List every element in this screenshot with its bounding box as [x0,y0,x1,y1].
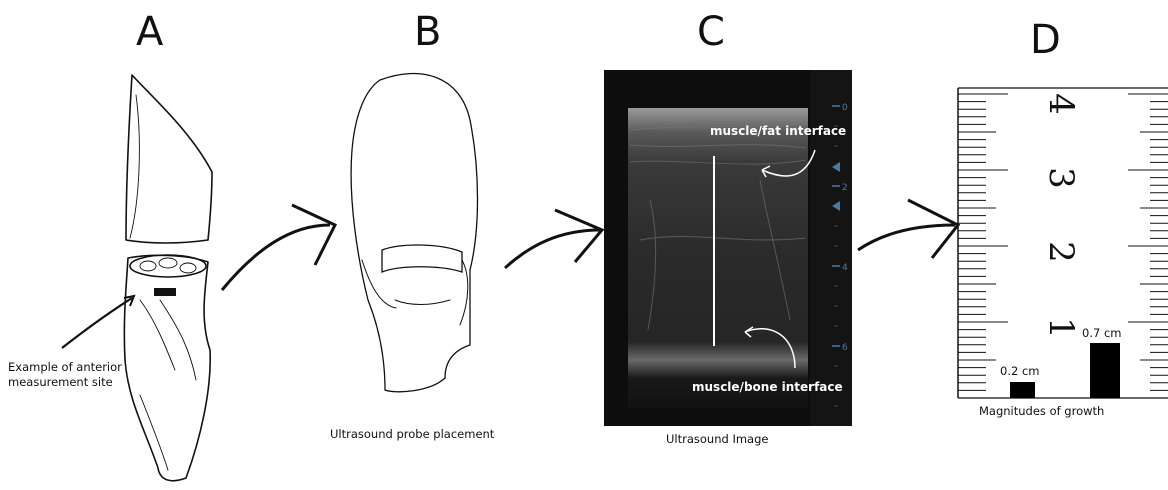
caption-ultrasound-image: Ultrasound Image [666,432,768,446]
depth-tick-2: 2 [842,183,848,193]
ruler-number-4: 4 [1041,93,1081,115]
growth-bar-1-label: 0.2 cm [1000,364,1039,378]
probe-sketch [351,73,477,391]
depth-tick-4: 4 [842,263,848,273]
label-muscle-bone-interface: muscle/bone interface [692,380,843,394]
caption-magnitudes-of-growth: Magnitudes of growth [979,404,1104,418]
ultrasound-scan-area [628,108,808,408]
limb-sketch [124,75,212,481]
label-muscle-fat-interface: muscle/fat interface [710,124,846,138]
ruler-number-3: 3 [1041,167,1081,189]
arrow-c-to-d [858,200,958,258]
growth-bar-2-label: 0.7 cm [1082,326,1121,340]
pointer-arrow-a [62,298,132,348]
arrow-b-to-c [505,210,602,268]
ruler-number-1: 1 [1041,317,1081,339]
depth-tick-0: 0 [842,103,848,113]
growth-bar-2 [1090,343,1120,398]
caption-anterior-line1: Example of anterior [8,360,122,374]
arrow-a-to-b [222,205,335,290]
caption-probe-placement: Ultrasound probe placement [330,427,494,441]
caption-anterior-line2: measurement site [8,375,113,389]
ruler-number-2: 2 [1041,241,1081,263]
depth-tick-6: 6 [842,343,848,353]
growth-bar-1 [1010,382,1035,398]
measurement-site-marker [154,288,176,296]
